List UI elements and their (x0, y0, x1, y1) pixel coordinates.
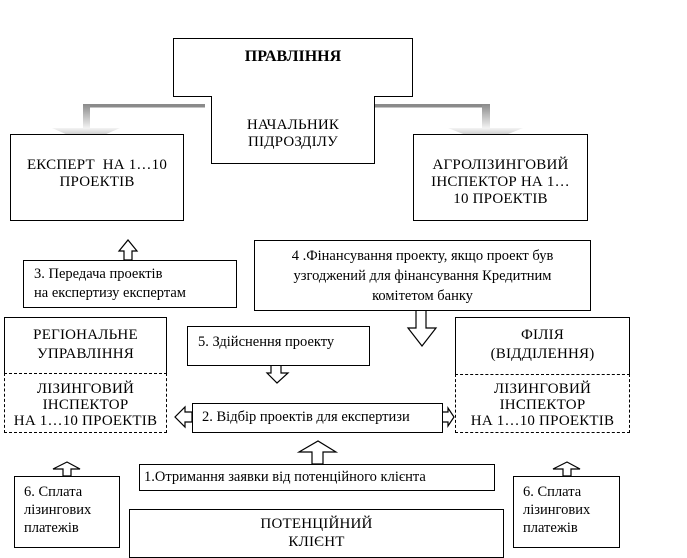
connector-line (360, 104, 490, 108)
department-head-box: НАЧАЛЬНИК ПІДРОЗДІЛУ (211, 96, 375, 164)
step-4-line-2: узгоджений для фінансування Кредитним (293, 268, 552, 284)
agro-inspector-box: АГРОЛІЗИНГОВИЙ ІНСПЕКТОР НА 1… 10 ПРОЕКТ… (413, 134, 588, 221)
step-2-line-1: 2. Відбір проектів для експертизи (202, 409, 410, 425)
agro-inspector-line-1: АГРОЛІЗИНГОВИЙ (432, 157, 569, 173)
arrow-up-icon (52, 461, 81, 477)
step-2-box: 2. Відбір проектів для експертизи (192, 403, 443, 433)
arrow-up-icon (117, 239, 139, 261)
branch-inspector-line-1: ЛІЗИНГОВИЙ (493, 381, 592, 397)
arrow-up-icon (296, 440, 339, 465)
step-6-right-line-3: платежів (523, 520, 578, 536)
regional-inspector-line-3: НА 1…10 ПРОЕКТІВ (13, 413, 158, 429)
regional-inspector-line-1: ЛІЗИНГОВИЙ (36, 381, 135, 397)
step-6-left-line-3: платежів (24, 520, 79, 536)
regional-office-line-2: УПРАВЛІННЯ (37, 346, 134, 362)
branch-line-2: (ВІДДІЛЕННЯ) (490, 346, 595, 362)
expert-line-1: ЕКСПЕРТ НА 1…10 (26, 157, 168, 173)
step-6-left-line-2: лізингових (24, 502, 92, 518)
arrow-left-icon (174, 405, 193, 429)
regional-office-box: РЕГІОНАЛЬНЕ УПРАВЛІННЯ (4, 317, 167, 374)
step-6-left-box: 6. Сплата лізингових платежів (14, 476, 120, 548)
arrow-down-icon (406, 309, 438, 347)
expert-line-2: ПРОЕКТІВ (59, 174, 135, 190)
regional-inspector-line-2: ІНСПЕКТОР (42, 397, 129, 413)
step-3-line-2: на експертизу експертам (34, 285, 186, 301)
step-6-right-line-2: лізингових (523, 502, 591, 518)
regional-office-line-1: РЕГІОНАЛЬНЕ (33, 327, 138, 343)
step-5-line-1: 5. Здійснення проекту (198, 334, 335, 350)
potential-client-box: ПОТЕНЦІЙНИЙ КЛІЄНТ (129, 509, 504, 558)
arrow-down-icon (265, 364, 290, 384)
step-6-right-box: 6. Сплата лізингових платежів (513, 476, 620, 548)
step-3-box: 3. Передача проектів на експертизу експе… (23, 260, 237, 308)
regional-leasing-inspector-box: ЛІЗИНГОВИЙ ІНСПЕКТОР НА 1…10 ПРОЕКТІВ (4, 373, 167, 433)
branch-leasing-inspector-box: ЛІЗИНГОВИЙ ІНСПЕКТОР НА 1…10 ПРОЕКТІВ (455, 374, 630, 433)
agro-inspector-line-3: 10 ПРОЕКТІВ (453, 191, 548, 207)
step-4-line-1: 4 .Фінансування проекту, якщо проект був (291, 248, 554, 264)
arrow-right-icon (441, 406, 455, 428)
step-4-box: 4 .Фінансування проекту, якщо проект був… (254, 240, 591, 311)
connector-shaft (482, 104, 490, 128)
department-head-line-2: ПІДРОЗДІЛУ (247, 134, 339, 150)
branch-box: ФІЛІЯ (ВІДДІЛЕННЯ) (455, 317, 630, 374)
step-6-right-line-1: 6. Сплата (523, 484, 582, 500)
step-4-line-3: комітетом банку (372, 288, 473, 304)
arrow-up-icon (552, 461, 581, 477)
branch-inspector-line-2: ІНСПЕКТОР (499, 397, 586, 413)
step-3-line-1: 3. Передача проектів (34, 266, 163, 282)
step-1-line-1: 1.Отримання заявки від потенційного кліє… (144, 469, 426, 485)
step-6-left-line-1: 6. Сплата (24, 484, 83, 500)
department-head-line-1: НАЧАЛЬНИК (246, 117, 340, 133)
board-box: ПРАВЛІННЯ (173, 38, 413, 97)
step-1-box: 1.Отримання заявки від потенційного кліє… (139, 464, 495, 491)
connector-shaft (83, 104, 90, 128)
branch-inspector-line-3: НА 1…10 ПРОЕКТІВ (470, 413, 615, 429)
branch-line-1: ФІЛІЯ (520, 327, 565, 343)
agro-inspector-line-2: ІНСПЕКТОР НА 1… (431, 174, 570, 190)
client-line-1: ПОТЕНЦІЙНИЙ (260, 516, 373, 532)
board-title: ПРАВЛІННЯ (244, 48, 342, 65)
client-line-2: КЛІЄНТ (288, 534, 345, 550)
expert-box: ЕКСПЕРТ НА 1…10 ПРОЕКТІВ (10, 134, 184, 221)
step-5-box: 5. Здійснення проекту (187, 326, 370, 366)
connector-line (83, 104, 205, 108)
